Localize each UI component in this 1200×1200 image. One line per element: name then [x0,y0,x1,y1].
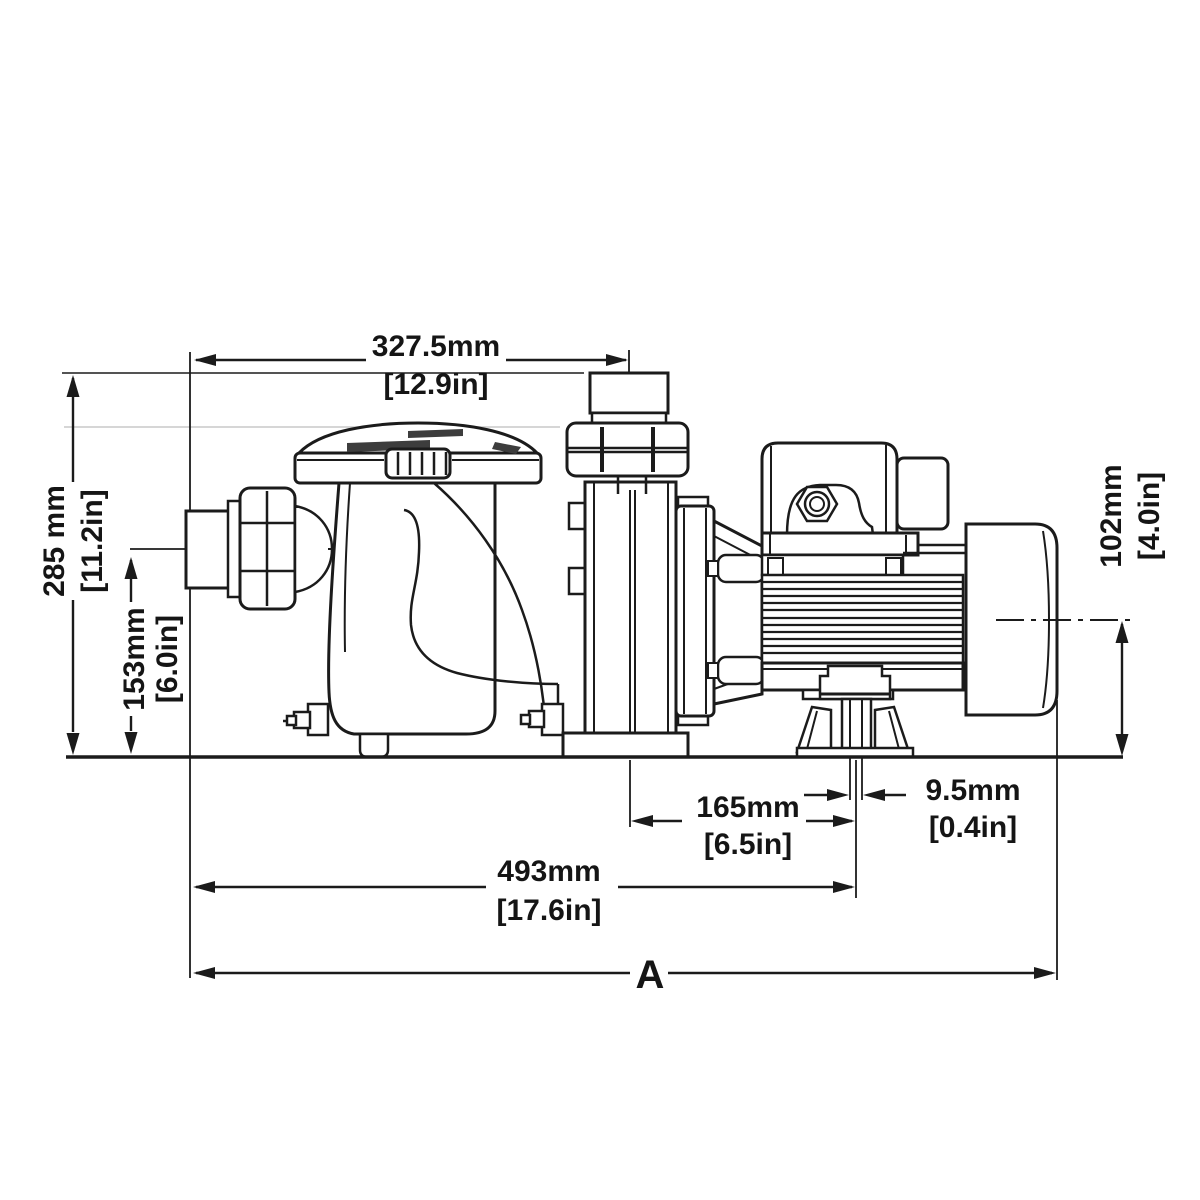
conduit-port-bore [809,496,825,512]
dim-base-length-in: [17.6in] [496,894,601,927]
dim-inlet-height-mm: 153mm [118,607,151,710]
dim-overall-height [62,372,584,755]
arrowhead-right-icon [606,354,628,366]
discharge-neck [616,477,648,494]
junction-box-arch [785,483,875,536]
dim-top-width-mm: 327.5mm [372,330,500,363]
top-rail-notches [769,533,907,555]
pot-drain-plug [283,702,330,737]
dim-overall-height-mm: 285 mm [38,485,71,597]
clamp-wing-rib [806,710,818,750]
arrowhead-up-icon [124,557,138,579]
volute-drain-plug [519,702,565,737]
drain-stem-extensions [849,757,863,800]
volute-lug [567,566,588,596]
pump-body [567,477,678,735]
arrowhead-up-icon [1115,621,1129,643]
dim-overall-height-in: [11.2in] [76,489,109,592]
bracket-bolt [707,560,719,577]
lid-knob-ribs [396,452,448,475]
clamp-stem-seams [849,699,863,752]
motor-mount [795,664,915,800]
arrowhead-left-icon [193,967,215,979]
dim-overall-length-label: A [636,953,665,997]
casing-seams [593,482,669,733]
volute-curve [433,482,548,734]
arrowhead-right-icon [827,789,849,801]
motor-bracket [707,518,766,706]
union-nut-grid [240,491,295,606]
clamp-wing-rib [888,710,900,750]
clamp-wing-left [795,705,833,754]
arrowhead-left-icon [863,789,885,801]
discharge-assembly [565,371,690,478]
motor [760,441,1059,717]
pot-inner-wall [343,482,351,653]
dim-drain-slot-in: [0.4in] [929,811,1017,844]
flange-ring [674,504,716,718]
volute-curve [403,508,559,686]
lid-slot [492,442,521,454]
dim-base-length-mm: 493mm [497,855,600,888]
clamp-wing-right [873,705,911,754]
volute-lug [567,501,588,531]
dim-drain-slot [804,789,906,801]
port-adapter [293,504,334,594]
arrowhead-right-icon [1034,967,1056,979]
motor-fins [762,580,963,655]
dim-drain-slot-mm: 9.5mm [925,774,1020,807]
dim-discharge-to-drain-in: [6.5in] [704,828,792,861]
rail-block [767,557,784,576]
arrowhead-down-icon [1115,734,1129,756]
dim-top-width [194,350,630,372]
suction-port [184,509,234,590]
arrowhead-right-icon [833,815,855,827]
rail-block [885,557,902,576]
dim-shaft-height-mm: 102mm [1095,464,1128,567]
capacitor-box [895,456,950,531]
junction-box-seams [770,445,887,535]
dimension-lines [62,350,1129,980]
lid-knob [384,447,452,480]
shell-neck-lines [903,543,966,555]
arrowhead-left-icon [194,354,216,366]
strainer-pot [283,481,690,759]
flange-seams [683,508,707,714]
bracket-arm [716,553,766,584]
dim-shaft-height-in: [4.0in] [1133,472,1166,560]
dim-discharge-to-drain-mm: 165mm [696,791,799,824]
dim-inlet-height [124,548,188,754]
bracket-bolt [707,662,719,679]
arrowhead-left-icon [631,815,653,827]
dim-base-length [193,881,855,893]
dim-overall-length [193,700,1058,980]
arrowhead-left-icon [193,881,215,893]
dim-discharge-to-drain [629,760,857,898]
mount-block [818,664,892,701]
dim-shaft-height [1115,621,1129,756]
suction-port-assembly [184,486,345,611]
arrowhead-down-icon [124,732,138,754]
strainer-lid [293,421,543,485]
discharge-union-nut [565,421,690,478]
dimension-labels: 327.5mm [12.9in] 285 mm [11.2in] 153mm [… [38,330,1166,997]
arrowhead-right-icon [833,881,855,893]
dim-top-width-in: [12.9in] [383,368,488,401]
clamp-flange [674,495,716,727]
bracket-arm [716,655,766,686]
lid-slot [408,429,463,438]
nut-mid-band [567,446,688,454]
discharge-pipe [588,371,670,415]
base-pedestal [561,731,690,759]
motor-top-rail [760,531,920,557]
pump-drawing [184,371,1059,800]
arrowhead-down-icon [66,733,80,755]
arrowhead-up-icon [66,375,80,397]
dim-inlet-height-in: [6.0in] [151,615,184,703]
nut-dividers [600,427,655,472]
pot-foot [358,732,390,759]
clamp-stem [840,697,873,754]
